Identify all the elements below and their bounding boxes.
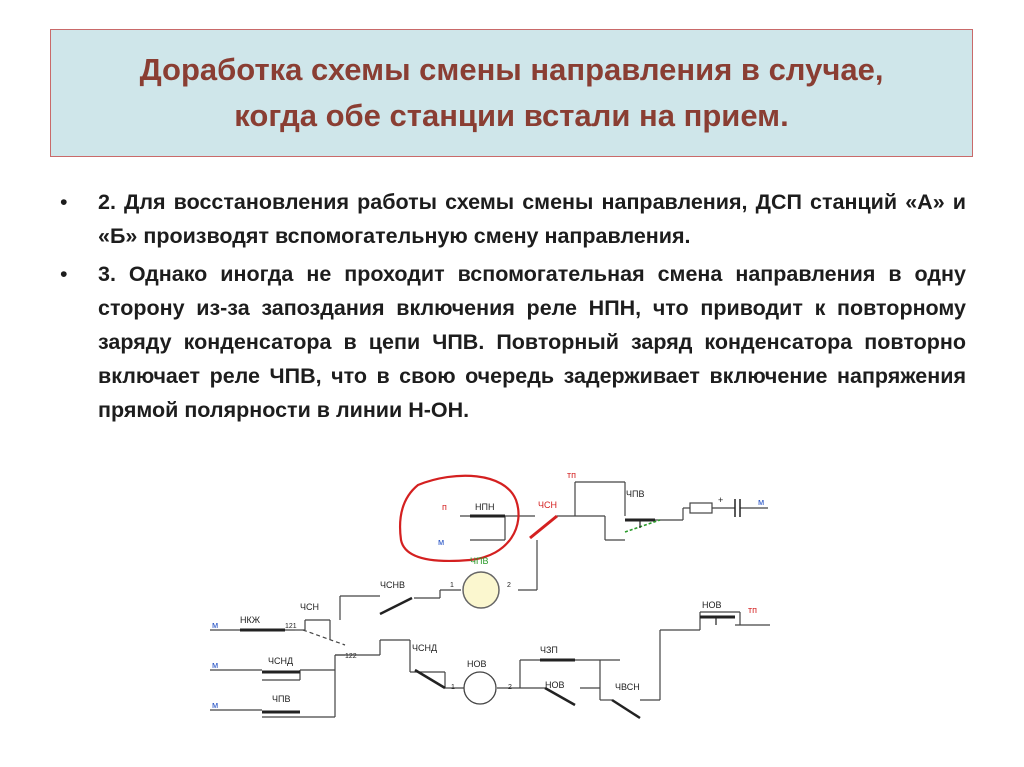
label-nkzh: НКЖ xyxy=(240,615,261,625)
label-121: 121 xyxy=(285,623,297,630)
label-npn: НПН xyxy=(475,502,494,512)
diagram-labels: НПН п м ЧСН тп ЧПВ + м ЧПВ ЧСНВ 1 2 НКЖ … xyxy=(212,470,764,710)
bullet-marker: • xyxy=(60,190,68,214)
relay-nov-icon xyxy=(463,671,497,705)
label-tp-right: тп xyxy=(748,605,757,615)
label-m-2: м xyxy=(212,660,218,670)
bullet-marker: • xyxy=(60,262,68,286)
label-chpv-left: ЧПВ xyxy=(272,694,290,704)
label-chsn-left: ЧСН xyxy=(300,602,319,612)
label-chsnd-left: ЧСНД xyxy=(268,656,293,666)
green-dashed-link xyxy=(624,519,661,533)
label-pin-1: 1 xyxy=(450,582,454,589)
bullet-item: • 3. Однако иногда не проходит вспомогат… xyxy=(60,257,966,427)
bullet-item: • 2. Для восстановления работы схемы сме… xyxy=(60,185,966,253)
contact-bars xyxy=(240,514,735,714)
label-chsnv: ЧСНВ xyxy=(380,580,405,590)
bullet-text: 2. Для восстановления работы схемы смены… xyxy=(98,190,966,248)
highlight-circle xyxy=(399,474,520,563)
label-m-right: м xyxy=(758,497,764,507)
label-tp: тп xyxy=(567,470,576,480)
label-plus: + xyxy=(718,495,723,505)
bullet-text: 3. Однако иногда не проходит вспомогател… xyxy=(98,262,966,422)
bullet-list: • 2. Для восстановления работы схемы сме… xyxy=(60,185,966,431)
relay-chpv-icon xyxy=(462,571,500,609)
label-nov-contact: НОВ xyxy=(545,680,565,690)
label-pin-1b: 1 xyxy=(451,684,455,691)
resistor-icon xyxy=(689,502,713,514)
label-m-1: м xyxy=(212,620,218,630)
label-122: 122 xyxy=(345,653,357,660)
wires xyxy=(210,481,770,718)
slide-title: Доработка схемы смены направления в случ… xyxy=(140,47,884,139)
label-nov-top: НОВ xyxy=(702,600,722,610)
label-chvsn: ЧВСН xyxy=(615,682,640,692)
label-m-3: м xyxy=(212,700,218,710)
title-line-1: Доработка схемы смены направления в случ… xyxy=(139,52,884,87)
title-banner: Доработка схемы смены направления в случ… xyxy=(50,29,973,157)
label-chsnd: ЧСНД xyxy=(412,643,437,653)
label-pin-2b: 2 xyxy=(508,684,512,691)
label-chpv: ЧПВ xyxy=(626,489,644,499)
label-czp: ЧЗП xyxy=(540,645,558,655)
label-chsn: ЧСН xyxy=(538,500,557,510)
label-m: м xyxy=(438,537,444,547)
angled-contacts xyxy=(379,596,641,720)
label-chpv-relay: ЧПВ xyxy=(470,556,488,566)
label-nov-relay: НОВ xyxy=(467,659,487,669)
title-line-2: когда обе станции встали на прием. xyxy=(234,98,789,133)
red-contact xyxy=(529,514,558,540)
dashed-link xyxy=(302,629,346,646)
label-pin-2: 2 xyxy=(507,582,511,589)
label-p: п xyxy=(442,502,447,512)
